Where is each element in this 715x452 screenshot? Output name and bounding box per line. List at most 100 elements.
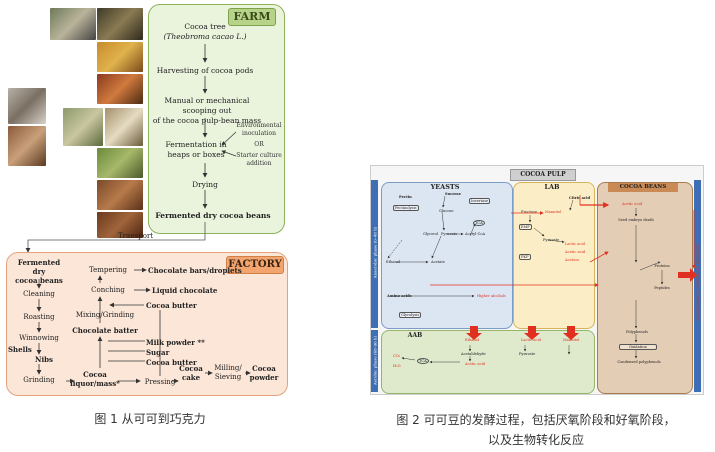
bean-condensed: Condensed polyphenols <box>617 360 661 364</box>
farm-step-scoop: Manual or mechanical scooping out <box>164 96 250 115</box>
figure2-caption-line2: 以及生物转化反应 <box>487 433 584 447</box>
cocoa-liquor: Cocoa <box>83 370 107 379</box>
bean-proteins: Proteins <box>654 264 670 268</box>
lab-pkp: PKP <box>519 254 531 260</box>
step-mixing: Mixing/Grinding <box>75 311 135 319</box>
bean-oxidation: Oxidation <box>619 344 657 350</box>
step-pressing: Pressing <box>144 378 176 386</box>
note-starter: Starter culture <box>236 152 282 159</box>
lab-mannitol: Mannitol <box>545 210 562 214</box>
aab-label: AAB <box>407 332 423 339</box>
cocoa-pods-photo <box>97 8 143 40</box>
yeast-glycolysis: Glycolysis <box>399 312 422 318</box>
harvest-photo <box>97 74 143 104</box>
drying-photo <box>97 180 143 210</box>
aab-acetic: Acetic acid <box>465 362 486 366</box>
cocoa-pods-pile-photo <box>97 42 143 72</box>
figure2-caption: 图 2 可可豆的发酵过程，包括厌氧阶段和好氧阶段， 以及生物转化反应 <box>370 410 702 450</box>
aab-co2: CO₂ <box>393 354 401 358</box>
milling: Milling/ <box>214 364 242 372</box>
yeast-invertase: Invertase <box>469 198 491 204</box>
farm-step-harvest: Harvesting of cocoa pods <box>156 66 254 75</box>
dry-beans-photo <box>97 212 143 238</box>
beans-label: COCOA BEANS <box>608 183 678 192</box>
transport-label: Transport <box>118 232 154 240</box>
note-or: OR <box>254 141 264 148</box>
lab-lactic: Lactic acid <box>565 242 585 246</box>
yeast-tca: TCA <box>473 220 485 226</box>
aab-panel <box>381 330 595 394</box>
yeast-higher-alcohols: Higher alcohols <box>477 294 506 298</box>
pulp-bean-photo <box>8 88 46 124</box>
side-bar-anaerobic <box>371 180 378 328</box>
farm-step-ferment: Fermentation in <box>165 140 227 149</box>
yeast-ethanol: Ethanol <box>386 260 401 264</box>
aab-pyruvate: Pyruvate <box>519 352 536 356</box>
cocoa-powder-2: powder <box>249 373 279 382</box>
product-butter: Cocoa butter <box>146 301 197 310</box>
figure1-caption: 图 1 从可可到巧克力 <box>94 412 206 426</box>
step-grinding: Grinding <box>23 376 55 384</box>
note-env: Environmental <box>236 122 282 129</box>
yeasts-label: YEASTS <box>430 183 460 191</box>
note-env-2: inoculation <box>242 130 276 137</box>
farm-step-scoop-2: of the cocoa pulp-bean mass <box>152 116 262 125</box>
step-roasting: Roasting <box>23 313 55 321</box>
farm-step-fermented-dry: Fermented dry cocoa beans <box>155 211 271 220</box>
yeast-glycerol: Glycerol <box>423 232 439 236</box>
milling-2: Sieving <box>214 373 242 381</box>
lab-fructose: Fructose <box>521 210 538 214</box>
farm-arrows <box>25 44 237 253</box>
factory-title: FACTORY <box>226 256 284 274</box>
cocoa-powder: Cocoa <box>252 364 276 373</box>
farm-title: FARM <box>228 8 276 26</box>
aab-ethanol: Ethanol <box>465 338 480 342</box>
bean-acetic: Acetic acid <box>621 202 643 206</box>
scooping-photo <box>63 108 103 146</box>
bean-peptides: Peptides <box>654 286 670 290</box>
lab-panel <box>513 182 595 329</box>
yeast-acetylcoa: Acetyl-CoA <box>465 232 486 236</box>
step-shells: Shells <box>8 345 32 354</box>
lab-label: LAB <box>544 183 560 191</box>
pulp-label: COCOA PULP <box>510 169 576 181</box>
farm-step-tree: Cocoa tree <box>184 22 226 31</box>
factory-arrows <box>36 267 251 384</box>
aab-mannitol: Mannitol <box>563 338 580 342</box>
side-bar-aerobic <box>371 330 378 392</box>
lab-citric-acid: Citric acid <box>569 196 590 200</box>
beans-photo <box>8 126 46 166</box>
right-side-bar <box>694 180 701 392</box>
lab-acetoin: Acetoin <box>565 258 579 262</box>
step-winnowing: Winnowing <box>19 334 59 342</box>
figure-1: FARM Cocoa tree (Theobroma cacao L.) Har… <box>0 0 300 426</box>
cocoa-cake: Cocoa <box>179 364 203 373</box>
figure2-caption-line1: 图 2 可可豆的发酵过程，包括厌氧阶段和好氧阶段， <box>396 413 676 427</box>
chocolate-batter: Chocolate batter <box>72 326 138 335</box>
aab-h2o: H₂O <box>393 364 401 368</box>
bean-embryo-death: Seed embryo death <box>618 218 654 222</box>
note-starter-2: addition <box>246 160 272 167</box>
input-butter: Cocoa butter <box>146 358 197 367</box>
yeast-pectin: Pectin <box>399 195 412 199</box>
farm-panel <box>148 4 285 234</box>
step-nibs: Nibs <box>35 355 53 364</box>
lab-pyruvate: Pyruvate <box>543 238 560 242</box>
farm-step-ferment-2: heaps or boxes <box>167 150 225 159</box>
aab-lactic: Lactic acid <box>521 338 541 342</box>
factory-panel <box>6 252 288 396</box>
product-liquid: Liquid chocolate <box>152 286 218 295</box>
aab-acetaldehyde: Acetaldehyde <box>461 352 486 356</box>
yeast-acetate: Acetate <box>431 260 445 264</box>
input-milk: Milk powder ** <box>146 338 205 347</box>
lab-acetic: Acetic acid <box>565 250 586 254</box>
yeast-sucrose: Sucrose <box>445 192 461 196</box>
step-tempering: Tempering <box>88 266 128 274</box>
cocoa-tree-photo <box>50 8 96 40</box>
fermentation-box-photo <box>105 108 143 146</box>
aab-tca: TCA <box>417 358 429 364</box>
beans-panel <box>597 182 693 394</box>
factory-input-beans: Fermented dry <box>17 258 61 276</box>
lab-emp: EMP <box>519 224 532 230</box>
